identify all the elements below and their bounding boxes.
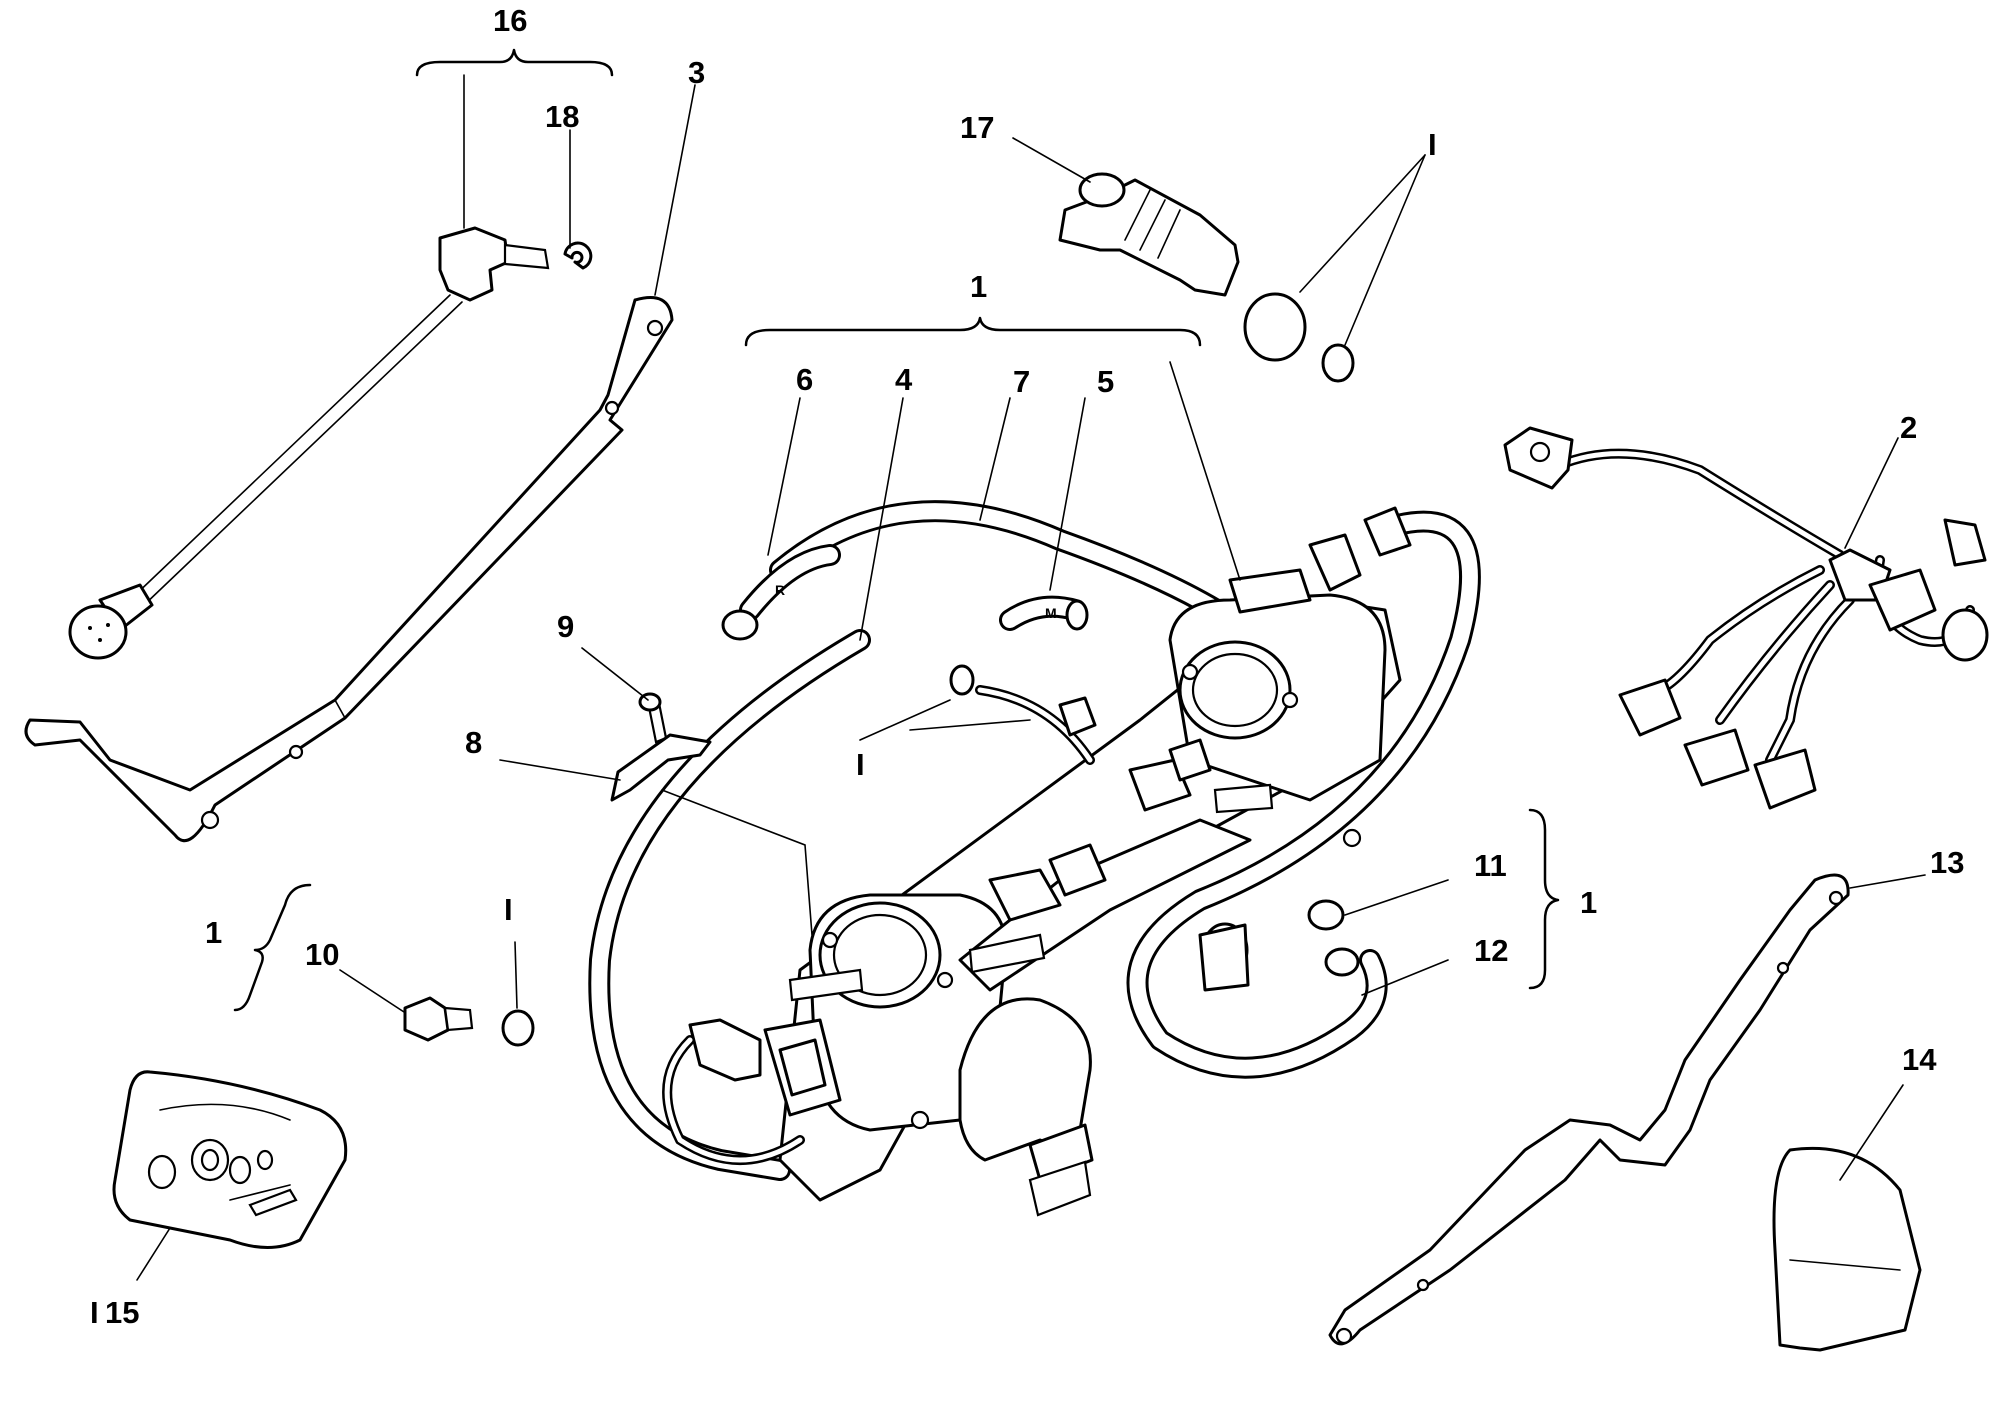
leader-lines xyxy=(136,74,1926,1281)
part-8-clip xyxy=(610,733,712,802)
callout-labels: 16 18 3 17 I 1 6 4 7 5 2 9 8 I 11 1 12 1… xyxy=(90,3,1964,1330)
label-i-mid: I xyxy=(856,747,865,782)
label-2: 2 xyxy=(1900,410,1917,445)
label-17: 17 xyxy=(960,110,994,145)
bracket-16 xyxy=(415,48,614,77)
label-11: 11 xyxy=(1474,848,1507,883)
o-rings-top xyxy=(1243,292,1355,383)
label-5: 5 xyxy=(1097,364,1114,399)
part-10-fitting xyxy=(403,996,474,1042)
label-10: 10 xyxy=(305,937,339,972)
part-14-cover xyxy=(1772,1146,1922,1352)
label-4: 4 xyxy=(895,362,913,397)
o-ring-mid xyxy=(949,664,975,696)
hose-mark-r: R xyxy=(775,582,785,598)
label-15: 15 xyxy=(105,1295,139,1330)
part-1-throttle-body-assembly: R M xyxy=(588,500,1481,1217)
label-6: 6 xyxy=(796,362,813,397)
label-7: 7 xyxy=(1013,364,1030,399)
label-1-right: 1 xyxy=(1580,885,1597,920)
label-1-top: 1 xyxy=(970,269,987,304)
label-i-top: I xyxy=(1428,127,1437,162)
label-1-left: 1 xyxy=(205,915,222,950)
bracket-1-left xyxy=(233,883,312,1012)
label-i-left: I xyxy=(504,892,513,927)
label-13: 13 xyxy=(1930,845,1964,880)
part-2-wiring-harness xyxy=(1503,426,1989,810)
part-15-seal-kit xyxy=(112,1070,348,1249)
part-18-clip xyxy=(563,241,593,270)
label-i-15: I xyxy=(90,1295,99,1330)
part-13-bracket xyxy=(1328,873,1850,1346)
label-16: 16 xyxy=(493,3,527,38)
part-9-screw xyxy=(638,692,668,744)
part-17-injector xyxy=(1058,172,1240,297)
label-14: 14 xyxy=(1902,1042,1937,1077)
hose-mark-m: M xyxy=(1045,605,1057,621)
label-3: 3 xyxy=(688,55,705,90)
bracket-1-right xyxy=(1528,808,1560,990)
label-9: 9 xyxy=(557,609,574,644)
label-12: 12 xyxy=(1474,933,1508,968)
o-ring-left xyxy=(501,1009,535,1047)
label-8: 8 xyxy=(465,725,482,760)
part-11-fitting xyxy=(1307,899,1345,931)
part-3-throttle-lever xyxy=(24,296,674,843)
part-12-fitting xyxy=(1324,947,1360,977)
part-16-linkage-rod xyxy=(68,226,550,660)
label-18: 18 xyxy=(545,99,579,134)
bracket-1-top xyxy=(744,316,1202,347)
